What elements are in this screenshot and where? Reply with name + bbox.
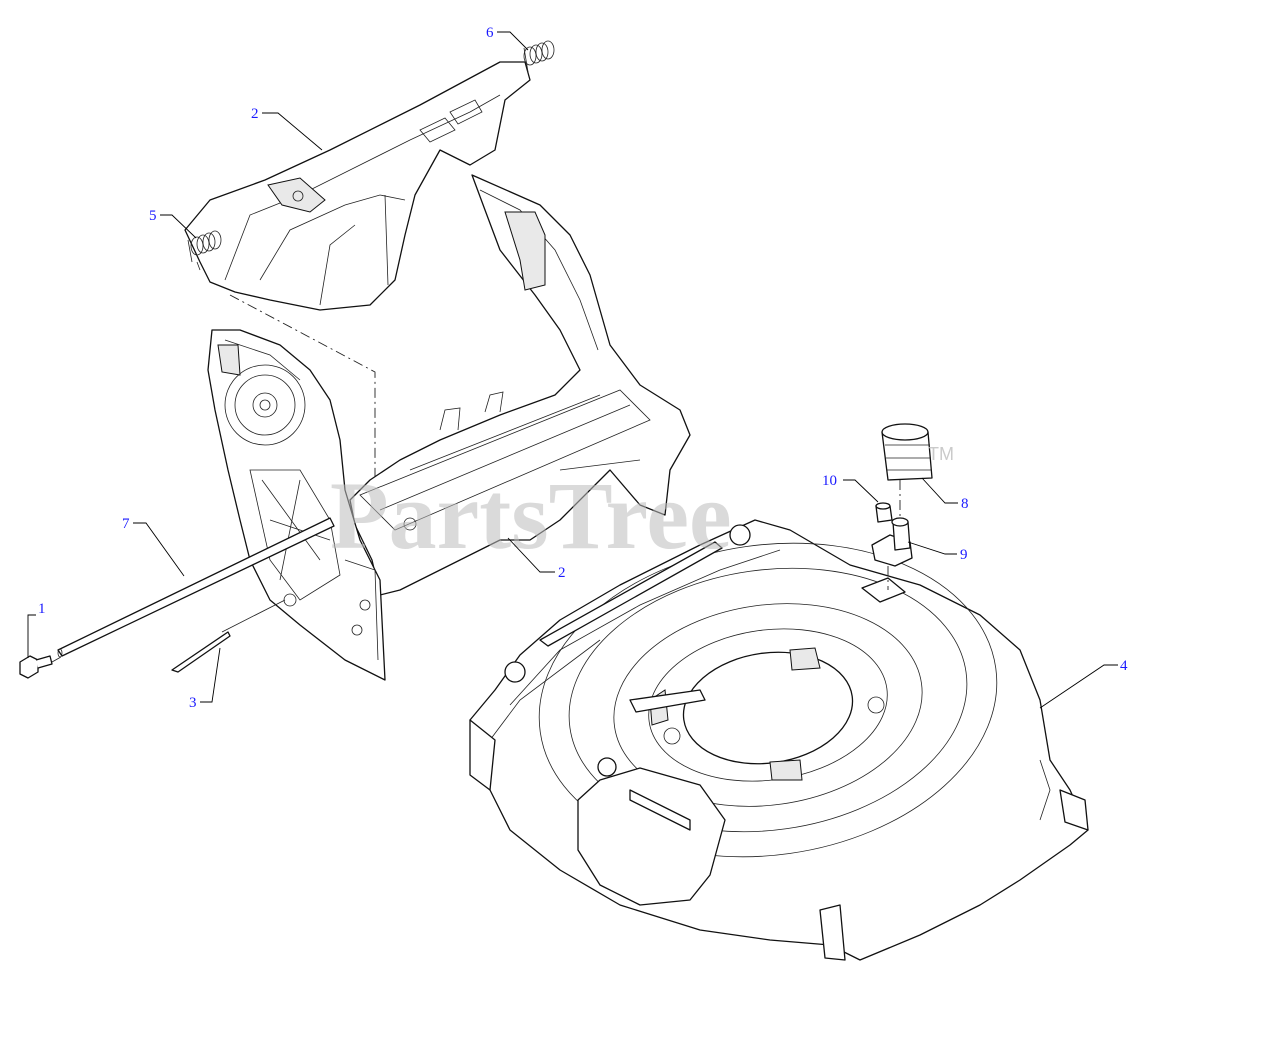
leader-1 bbox=[27, 614, 36, 658]
rear-axle-rod bbox=[57, 517, 335, 658]
spring-right bbox=[523, 40, 555, 73]
callout-2-frame: 2 bbox=[558, 565, 566, 581]
callout-10: 10 bbox=[822, 473, 837, 489]
leader-2b bbox=[507, 537, 555, 573]
leader-2a bbox=[262, 112, 323, 151]
rear-frame bbox=[349, 174, 691, 596]
spring-left bbox=[187, 230, 222, 271]
leader-3 bbox=[200, 647, 221, 703]
callout-7: 7 bbox=[122, 516, 130, 532]
leader-6 bbox=[497, 31, 529, 51]
callout-4: 4 bbox=[1120, 658, 1128, 674]
leader-7 bbox=[133, 522, 185, 577]
washout-port bbox=[871, 517, 913, 567]
callout-6: 6 bbox=[486, 25, 494, 41]
fitting bbox=[875, 502, 893, 523]
leader-9 bbox=[907, 541, 957, 555]
rear-flap bbox=[184, 61, 531, 311]
watermark-tm: TM bbox=[928, 444, 954, 464]
callout-9: 9 bbox=[960, 547, 968, 563]
cable-pin bbox=[171, 599, 286, 673]
leader-8 bbox=[921, 477, 958, 504]
side-plate bbox=[207, 329, 386, 681]
leader-10 bbox=[843, 479, 879, 503]
callout-5: 5 bbox=[149, 208, 157, 224]
callout-1: 1 bbox=[38, 601, 46, 617]
leader-4 bbox=[1039, 664, 1118, 709]
callout-2-flap: 2 bbox=[251, 106, 259, 122]
mulch-plug bbox=[881, 423, 933, 481]
mower-deck bbox=[469, 519, 1089, 961]
bolt bbox=[19, 655, 53, 679]
callout-8: 8 bbox=[961, 496, 969, 512]
watermark-text: PartsTree bbox=[330, 462, 732, 569]
callout-3: 3 bbox=[189, 695, 197, 711]
leader-5 bbox=[160, 214, 197, 239]
